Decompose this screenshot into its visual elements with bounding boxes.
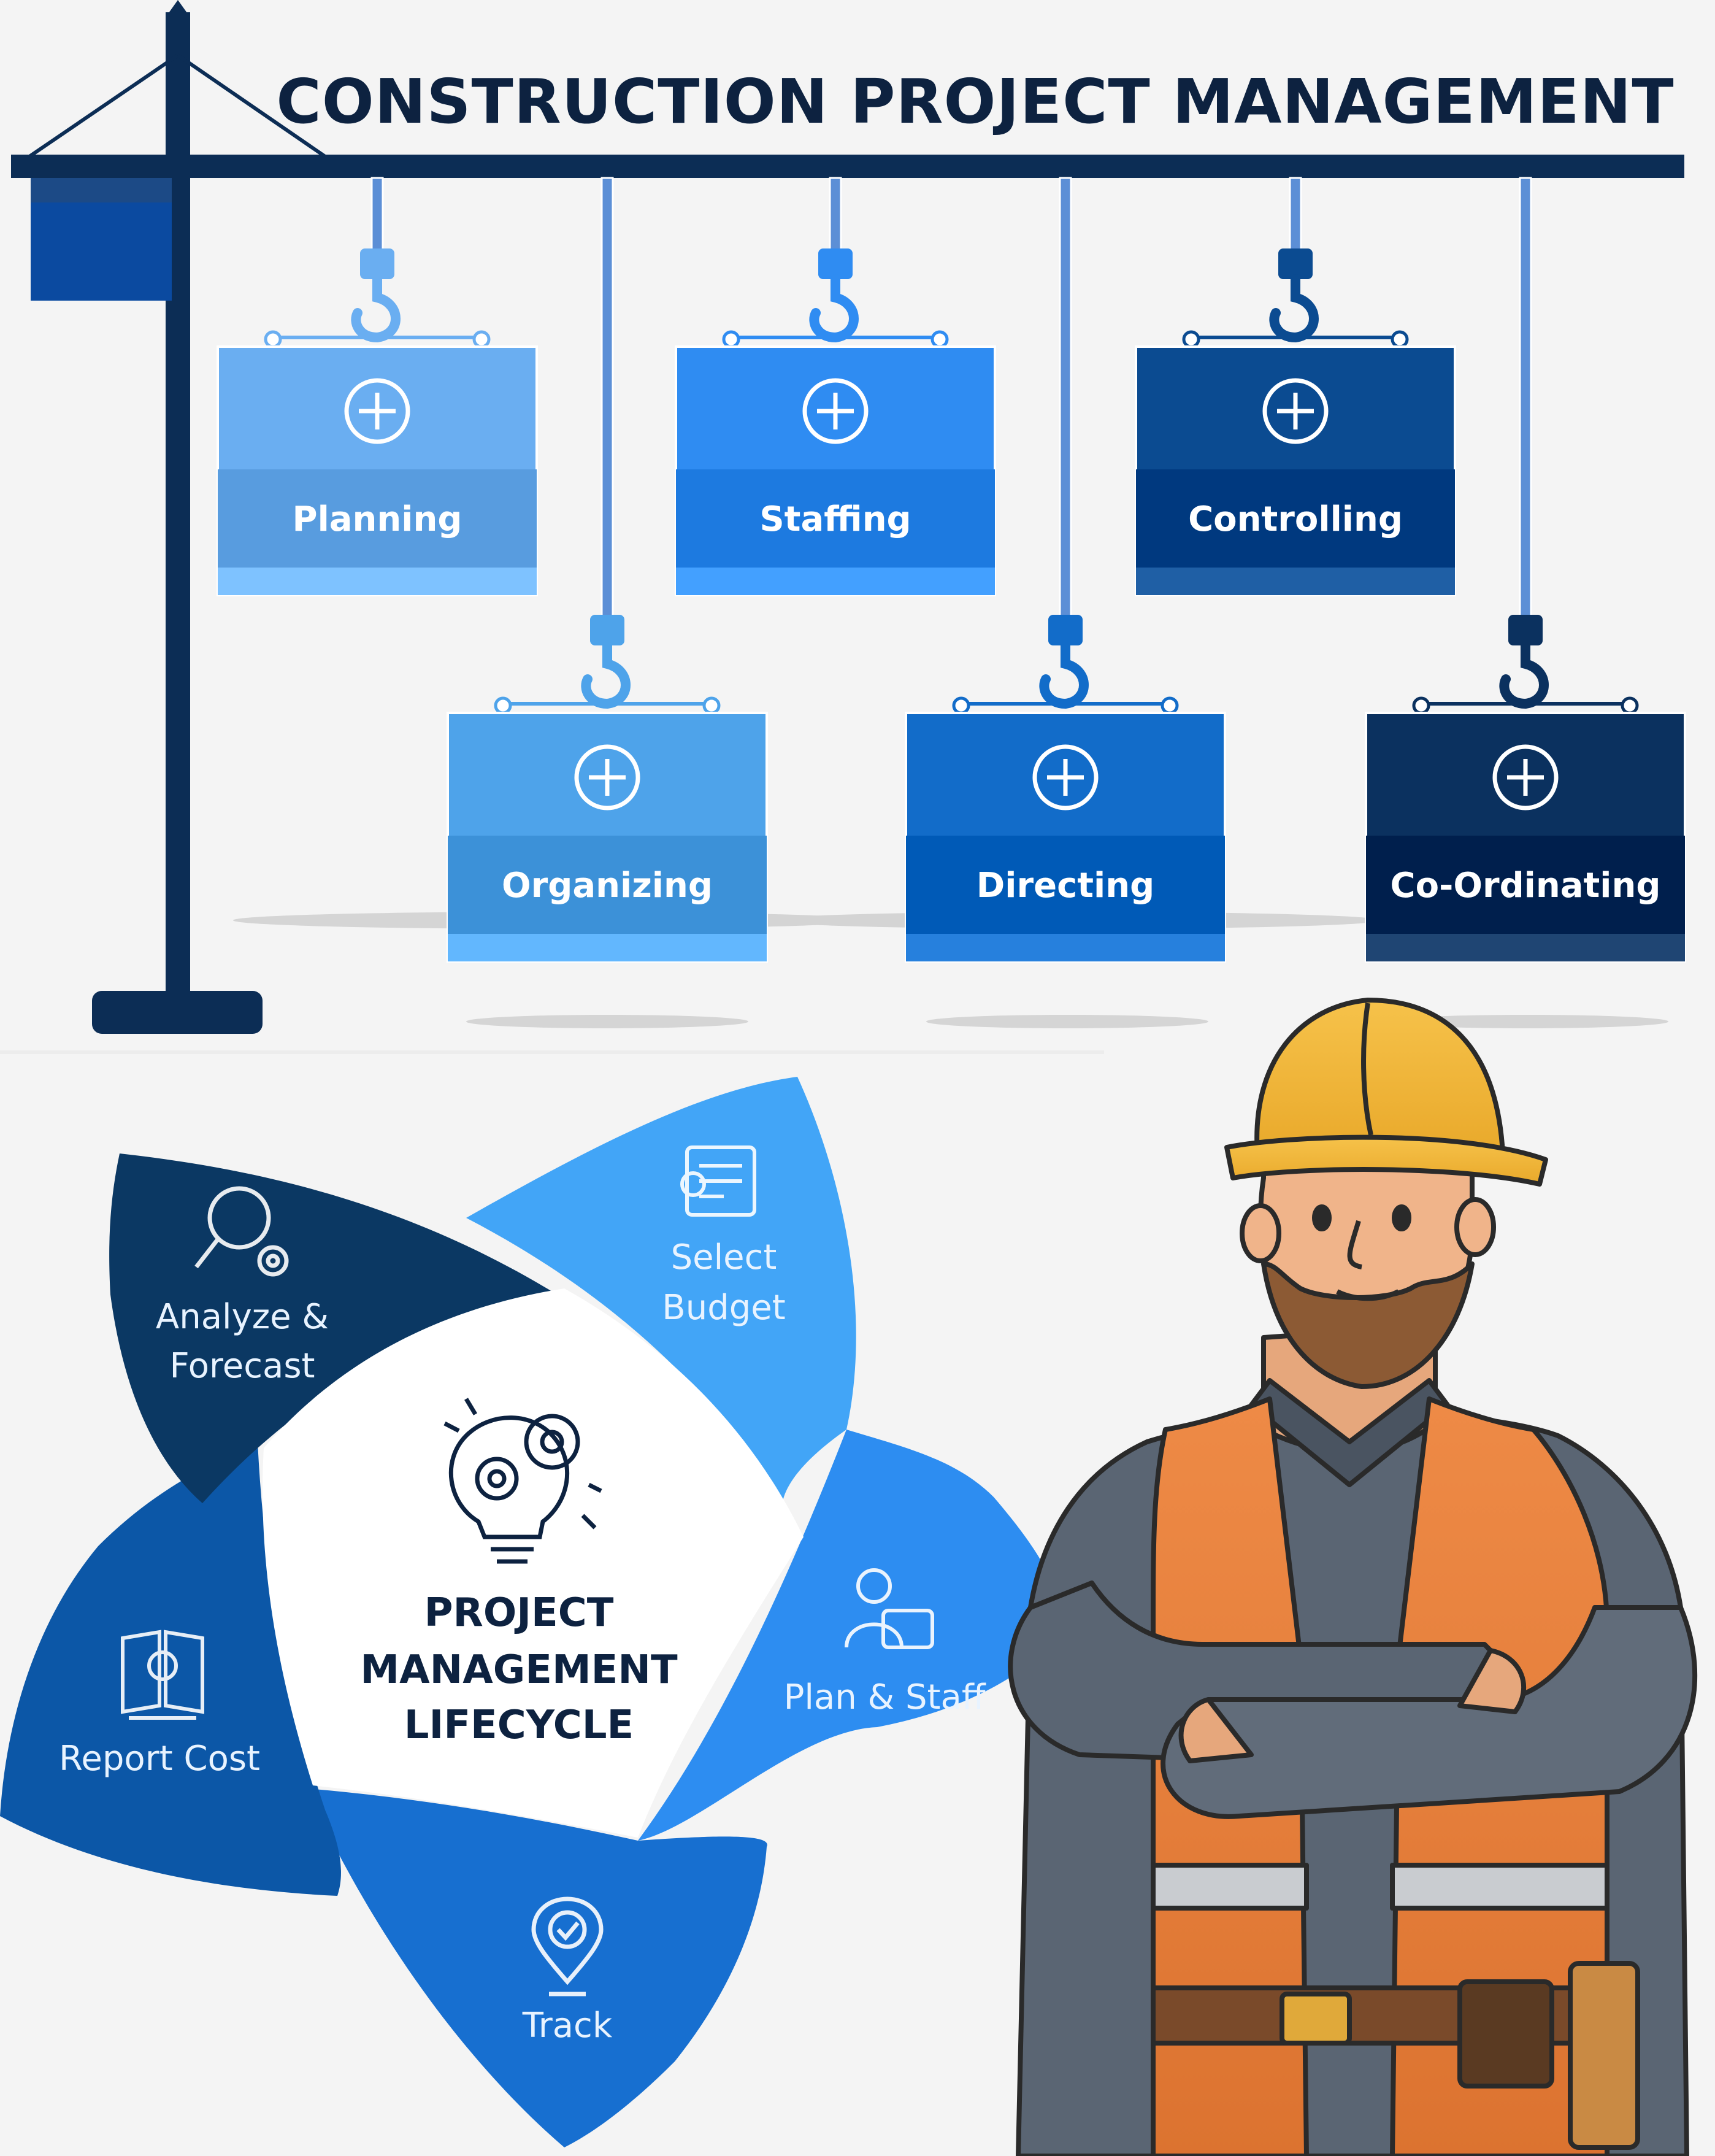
lifecycle-step-label: Analyze &	[156, 1297, 329, 1337]
crane-counterweight-lower	[31, 202, 172, 301]
sign-bottom-strip	[676, 568, 995, 595]
lifecycle-step-track	[307, 1788, 767, 2147]
team-icon	[802, 378, 869, 444]
sign-band	[676, 469, 995, 568]
hook-block	[1048, 615, 1083, 645]
crane-hook-icon	[581, 641, 631, 709]
sign-band	[1366, 836, 1685, 934]
hook-block	[818, 248, 853, 279]
lifecycle-step-plan-staff	[638, 1430, 1067, 1841]
function-sign-controlling: Controlling	[1135, 177, 1456, 596]
function-sign-staffing: Staffing	[675, 177, 996, 596]
lifecycle-diagram: PROJECT MANAGEMENT LIFECYCLE	[0, 1077, 1067, 2147]
lifecycle-title-line3: LIFECYCLE	[404, 1703, 634, 1748]
plan-staff-icon	[845, 1568, 934, 1649]
crane-mast	[166, 12, 190, 1006]
network-people-icon	[1492, 744, 1559, 810]
crane-hook-icon	[1269, 274, 1319, 343]
crane	[11, 0, 1684, 1034]
function-sign-directing: Directing	[905, 177, 1226, 963]
crane-hook-icon	[351, 274, 401, 343]
hoist-cable	[600, 177, 614, 622]
sign-bottom-strip	[218, 568, 537, 595]
magnifier-gear-icon	[194, 1186, 289, 1277]
hook-block	[1508, 615, 1543, 645]
sling-ring	[1391, 330, 1409, 348]
sign-bottom-strip	[1136, 568, 1455, 595]
lifecycle-center	[263, 1288, 804, 1838]
function-sign-planning: Planning	[217, 177, 538, 596]
lifecycle-title-line1: PROJECT	[424, 1590, 614, 1636]
budget-icon	[680, 1145, 756, 1217]
sign-bottom-strip	[906, 934, 1225, 961]
lifecycle-step-label: Select	[671, 1238, 777, 1277]
function-label: Organizing	[502, 866, 713, 906]
crane-mast-tip	[166, 0, 190, 17]
sling-ring	[264, 330, 282, 348]
function-sign-organizing: Organizing	[447, 177, 768, 963]
hook-block	[360, 248, 394, 279]
hoist-cable	[1289, 177, 1302, 256]
sling-ring	[952, 696, 970, 715]
sling-ring	[494, 696, 512, 715]
organizing-gear-icon	[574, 744, 640, 810]
lifecycle-step-label: Budget	[662, 1288, 785, 1328]
function-sign-co-ordinating: Co-Ordinating	[1365, 177, 1686, 963]
crane-cable-left	[28, 53, 179, 158]
report-book-icon	[121, 1630, 204, 1720]
lifecycle-step-label: Report Cost	[59, 1739, 260, 1779]
hook-block	[590, 615, 624, 645]
crane-hook-icon	[809, 274, 859, 343]
function-label: Planning	[293, 499, 462, 539]
function-label: Directing	[976, 866, 1154, 906]
page-title: CONSTRUCTION PROJECT MANAGEMENT	[276, 66, 1674, 137]
sign-band	[1136, 469, 1455, 568]
function-label: Staffing	[759, 499, 911, 539]
sling-ring	[702, 696, 721, 715]
hoist-cable	[1059, 177, 1072, 622]
sign-band	[906, 836, 1225, 934]
crane-boom	[11, 155, 1684, 178]
hoist-cable	[370, 177, 384, 256]
function-label: Co-Ordinating	[1391, 866, 1661, 906]
sling-ring	[1412, 696, 1430, 715]
lifecycle-step-report-cost	[0, 1442, 341, 1896]
planning-document-icon	[344, 378, 410, 444]
crane-cable-right	[177, 53, 326, 158]
sign-bottom-strip	[448, 934, 767, 961]
function-label: Controlling	[1188, 499, 1403, 539]
hoist-cable	[829, 177, 842, 256]
sling-ring	[1161, 696, 1179, 715]
crane-hook-icon	[1039, 641, 1089, 709]
sling-ring	[930, 330, 949, 348]
sling-ring	[1621, 696, 1639, 715]
sign-bottom-strip	[1366, 934, 1685, 961]
lightbulb-gears-icon	[443, 1398, 602, 1564]
section-divider	[0, 1050, 1104, 1054]
location-check-icon	[531, 1896, 604, 1996]
worker-hardhat-icon	[1032, 744, 1099, 810]
sign-band	[448, 836, 767, 934]
crane-base	[92, 991, 263, 1034]
crane-counterweight	[31, 178, 172, 202]
sling-ring	[722, 330, 740, 348]
lifecycle-step-label: Plan & Staff	[784, 1677, 986, 1717]
lifecycle-title-line2: MANAGEMENT	[360, 1647, 678, 1693]
sign-band	[218, 469, 537, 568]
analytics-monitor-icon	[1262, 378, 1329, 444]
lifecycle-step-label: Track	[522, 2006, 613, 2046]
hook-block	[1278, 248, 1313, 279]
crane-hook-icon	[1499, 641, 1549, 709]
lifecycle-step-label: Forecast	[170, 1346, 315, 1386]
lifecycle-step-select-budget	[466, 1077, 856, 1540]
construction-worker-illustration	[1008, 998, 1698, 2156]
sling-ring	[1182, 330, 1200, 348]
hoist-cable	[1519, 177, 1532, 622]
sling-ring	[472, 330, 491, 348]
